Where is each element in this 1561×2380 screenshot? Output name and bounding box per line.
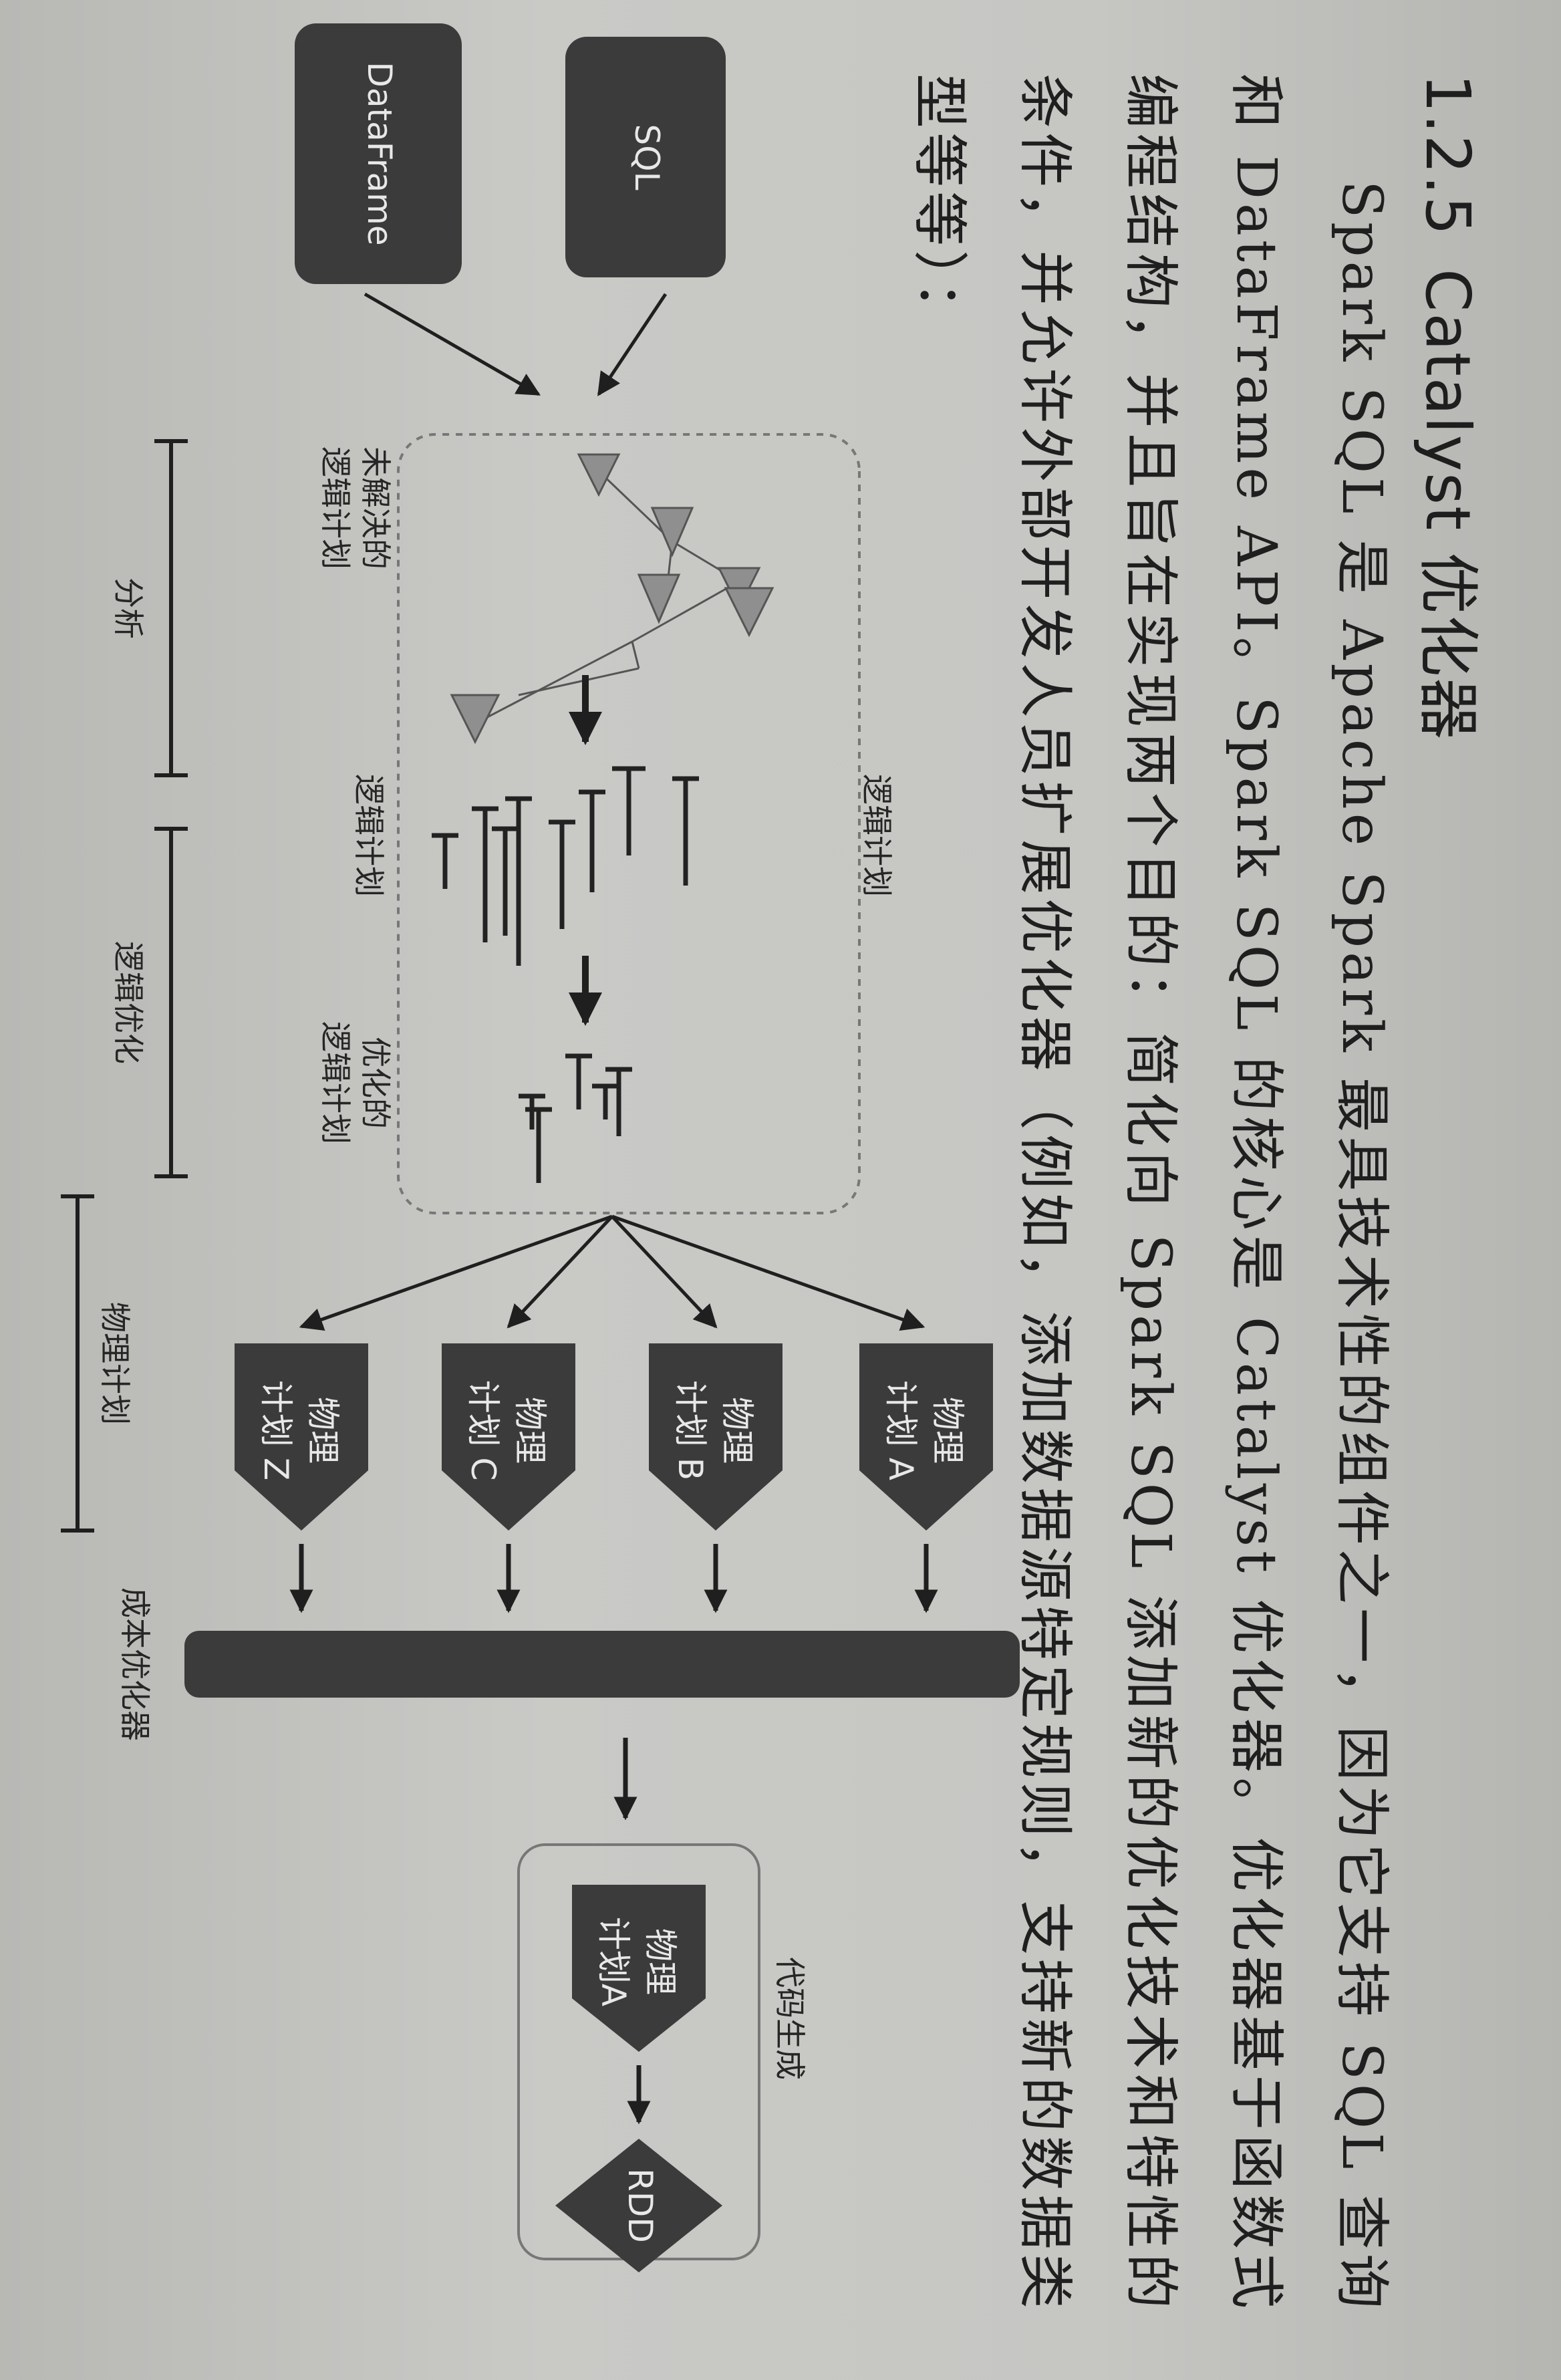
- physical-plan-b: 物理 计划 B: [649, 1343, 783, 1531]
- to-physical-plan-b-arrow: [611, 1215, 718, 1329]
- dataframe-input-box: DataFrame: [295, 23, 462, 284]
- to-physical-plan-z-arrow: [299, 1214, 613, 1331]
- svg-text:RDD: RDD: [621, 2168, 660, 2243]
- logical-optimization-phase-label: 逻辑优化: [110, 941, 146, 1064]
- logical-plan-container-label: 逻辑计划: [859, 774, 895, 897]
- analysis-phase-label: 分析: [110, 577, 146, 639]
- dataframe-label: DataFrame: [360, 61, 399, 245]
- sql-to-logical-arrow: [597, 293, 668, 396]
- optimized-plan-tree: [519, 1053, 632, 1183]
- logical-plan-tree: [432, 766, 699, 966]
- optimized-label-line2: 逻辑计划: [317, 1021, 353, 1144]
- svg-text:计划 B: 计划 B: [671, 1380, 710, 1480]
- unresolved-label-line1: 未解决的: [358, 446, 394, 569]
- svg-text:物理: 物理: [928, 1397, 967, 1464]
- cost-optimizer-label: 成本优化器: [117, 1587, 153, 1741]
- svg-text:计划 C: 计划 C: [464, 1380, 503, 1481]
- to-physical-plan-c-arrow: [507, 1215, 613, 1329]
- logical-plan-container: [397, 433, 861, 1214]
- dataframe-to-logical-arrow: [364, 292, 541, 396]
- to-physical-plan-a-arrow: [611, 1214, 926, 1331]
- unresolved-label-line2: 逻辑计划: [317, 446, 353, 569]
- physical-planning-phase-label: 物理计划: [97, 1302, 133, 1425]
- svg-text:计划A: 计划A: [594, 1917, 633, 2006]
- physical-plan-c: 物理 计划 C: [442, 1343, 575, 1531]
- rdd-node: RDD: [555, 2139, 722, 2272]
- sql-input-box: SQL: [565, 37, 726, 277]
- svg-text:计划 Z: 计划 Z: [257, 1380, 295, 1480]
- sql-label: SQL: [627, 124, 666, 190]
- physical-plan-a: 物理 计划 A: [859, 1343, 993, 1531]
- logical-plan-label: 逻辑计划: [351, 774, 387, 897]
- selected-physical-plan: 物理 计划A: [572, 1885, 706, 2052]
- svg-text:物理: 物理: [511, 1397, 549, 1464]
- optimized-label-line1: 优化的: [358, 1037, 394, 1129]
- svg-text:物理: 物理: [303, 1397, 342, 1464]
- unresolved-plan-tree: [450, 453, 774, 745]
- physical-plan-z: 物理 计划 Z: [235, 1343, 368, 1531]
- svg-text:计划 A: 计划 A: [881, 1380, 920, 1480]
- codegen-label: 代码生成: [772, 1957, 808, 2080]
- cost-optimizer-bar: [184, 1631, 1020, 1698]
- svg-text:物理: 物理: [718, 1397, 756, 1464]
- phase-timeline: [61, 439, 188, 1533]
- svg-text:物理: 物理: [641, 1928, 680, 1995]
